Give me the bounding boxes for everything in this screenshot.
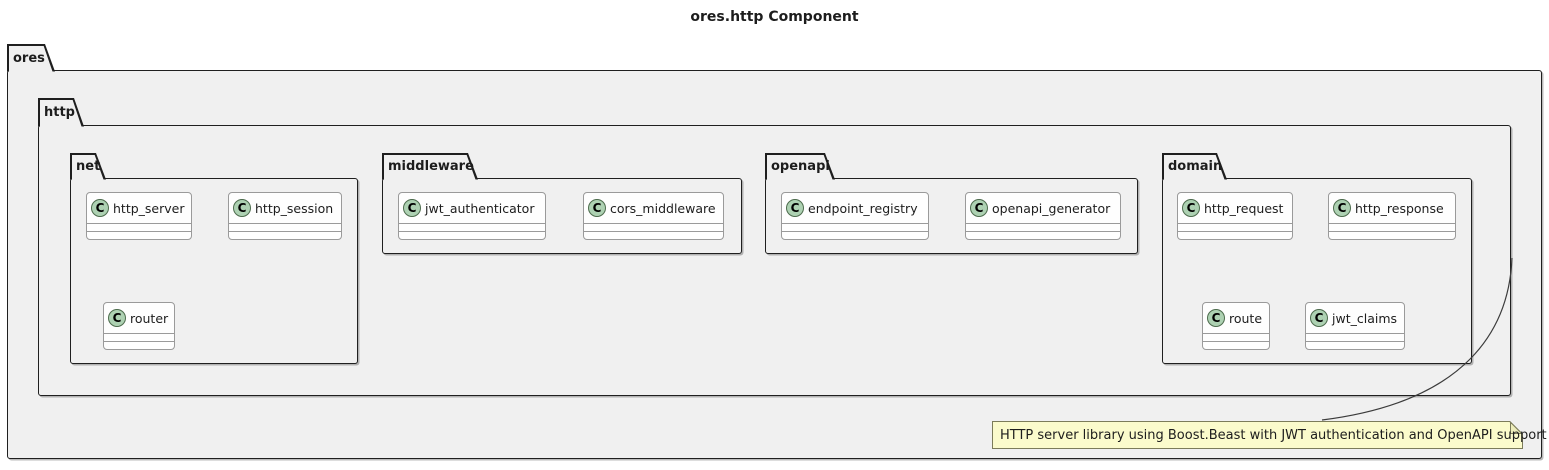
class-c-icon: C	[108, 309, 126, 327]
class-jwt_authenticator: C jwt_authenticator	[398, 192, 546, 240]
class-methods-compartment	[1178, 231, 1292, 239]
class-route: C route	[1202, 302, 1270, 350]
class-http_session: C http_session	[228, 192, 342, 240]
class-name: http_request	[1204, 200, 1284, 216]
class-methods-compartment	[584, 231, 723, 239]
class-name: cors_middleware	[610, 200, 716, 216]
package-http-label: http	[44, 105, 75, 121]
class-methods-compartment	[966, 231, 1120, 239]
package-domain-tab-fill	[1164, 155, 1225, 180]
class-c-icon: C	[233, 199, 251, 217]
class-http_response: C http_response	[1328, 192, 1456, 240]
class-http_session-title: C http_session	[229, 193, 341, 223]
class-name: http_response	[1355, 200, 1444, 216]
class-methods-compartment	[1203, 341, 1269, 349]
class-route-title: C route	[1203, 303, 1269, 333]
class-name: http_session	[255, 200, 334, 216]
class-jwt_claims-title: C jwt_claims	[1306, 303, 1404, 333]
class-name: jwt_claims	[1332, 310, 1398, 326]
class-fields-compartment	[1203, 333, 1269, 341]
class-c-icon: C	[1333, 199, 1351, 217]
class-c-icon: C	[1182, 199, 1200, 217]
class-http_server: C http_server	[86, 192, 192, 240]
class-openapi_generator: C openapi_generator	[965, 192, 1121, 240]
class-name: endpoint_registry	[808, 200, 918, 216]
class-methods-compartment	[1306, 341, 1404, 349]
class-methods-compartment	[782, 231, 928, 239]
note: HTTP server library using Boost.Beast wi…	[992, 421, 1547, 449]
package-domain-tab: domain	[1162, 153, 1227, 180]
class-cors_middleware: C cors_middleware	[583, 192, 724, 240]
class-c-icon: C	[786, 199, 804, 217]
class-fields-compartment	[229, 223, 341, 231]
class-methods-compartment	[87, 231, 191, 239]
class-name: openapi_generator	[992, 200, 1111, 216]
package-openapi-tab: openapi	[765, 153, 835, 180]
class-openapi_generator-title: C openapi_generator	[966, 193, 1120, 223]
class-c-icon: C	[588, 199, 606, 217]
class-endpoint_registry: C endpoint_registry	[781, 192, 929, 240]
class-name: router	[130, 310, 169, 326]
package-net-label: net	[76, 159, 101, 175]
class-name: jwt_authenticator	[425, 200, 535, 216]
package-http-tab: http	[38, 98, 84, 127]
class-c-icon: C	[970, 199, 988, 217]
class-jwt_authenticator-title: C jwt_authenticator	[399, 193, 545, 223]
class-router: C router	[103, 302, 175, 350]
class-methods-compartment	[1329, 231, 1455, 239]
class-c-icon: C	[403, 199, 421, 217]
package-domain-label: domain	[1168, 159, 1223, 175]
class-http_request: C http_request	[1177, 192, 1293, 240]
package-ores-label: ores	[13, 50, 45, 66]
note-text: HTTP server library using Boost.Beast wi…	[1000, 427, 1547, 443]
package-openapi-label: openapi	[771, 159, 830, 175]
class-fields-compartment	[1306, 333, 1404, 341]
class-name: route	[1229, 310, 1263, 326]
class-fields-compartment	[966, 223, 1120, 231]
class-endpoint_registry-title: C endpoint_registry	[782, 193, 928, 223]
class-fields-compartment	[399, 223, 545, 231]
note-background	[993, 422, 1522, 448]
class-fields-compartment	[782, 223, 928, 231]
package-openapi-tab-fill	[767, 155, 833, 180]
class-jwt_claims: C jwt_claims	[1305, 302, 1405, 350]
class-fields-compartment	[1178, 223, 1292, 231]
class-http_request-title: C http_request	[1178, 193, 1292, 223]
class-fields-compartment	[104, 333, 174, 341]
class-c-icon: C	[1207, 309, 1225, 327]
class-c-icon: C	[1310, 309, 1328, 327]
class-http_response-title: C http_response	[1329, 193, 1455, 223]
class-methods-compartment	[229, 231, 341, 239]
class-fields-compartment	[1329, 223, 1455, 231]
class-c-icon: C	[91, 199, 109, 217]
diagram-title: ores.http Component	[690, 9, 859, 25]
package-middleware-tab: middleware	[382, 153, 478, 180]
package-net-tab: net	[70, 153, 106, 180]
class-fields-compartment	[584, 223, 723, 231]
package-middleware-tab-fill	[384, 155, 476, 180]
class-router-title: C router	[104, 303, 174, 333]
class-cors_middleware-title: C cors_middleware	[584, 193, 723, 223]
package-middleware-label: middleware	[388, 159, 474, 175]
package-ores-tab: ores	[7, 44, 55, 72]
note-fold-fill	[1511, 423, 1521, 433]
class-methods-compartment	[104, 341, 174, 349]
class-name: http_server	[113, 200, 185, 216]
class-http_server-title: C http_server	[87, 193, 191, 223]
class-methods-compartment	[399, 231, 545, 239]
class-fields-compartment	[87, 223, 191, 231]
